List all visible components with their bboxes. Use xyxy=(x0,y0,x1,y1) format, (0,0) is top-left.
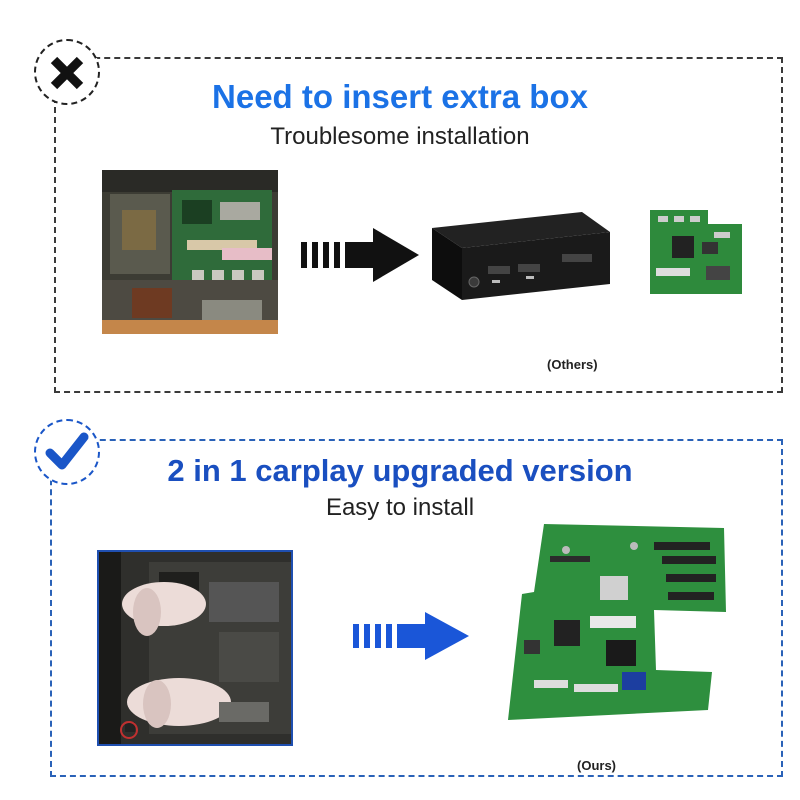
ours-arrow-icon xyxy=(353,612,469,665)
check-badge xyxy=(34,419,100,485)
others-headline: Need to insert extra box xyxy=(212,78,588,115)
ours-subtitle: Easy to install xyxy=(325,494,475,521)
check-icon xyxy=(45,432,89,470)
ours-caption: (Ours) xyxy=(577,758,616,773)
others-caption: (Others) xyxy=(547,357,598,372)
cross-icon xyxy=(50,56,84,90)
extra-box-device xyxy=(422,208,612,313)
others-panel xyxy=(54,57,783,393)
ours-panel xyxy=(50,439,783,777)
others-subtitle: Troublesome installation xyxy=(270,123,530,150)
cross-badge xyxy=(34,39,100,105)
upgraded-carplay-board xyxy=(494,520,734,735)
others-installation-photo xyxy=(102,170,278,334)
ours-headline: 2 in 1 carplay upgraded version xyxy=(167,453,633,488)
ours-installation-photo xyxy=(97,550,293,746)
small-adapter-board xyxy=(646,206,756,305)
others-arrow-icon xyxy=(301,228,419,287)
